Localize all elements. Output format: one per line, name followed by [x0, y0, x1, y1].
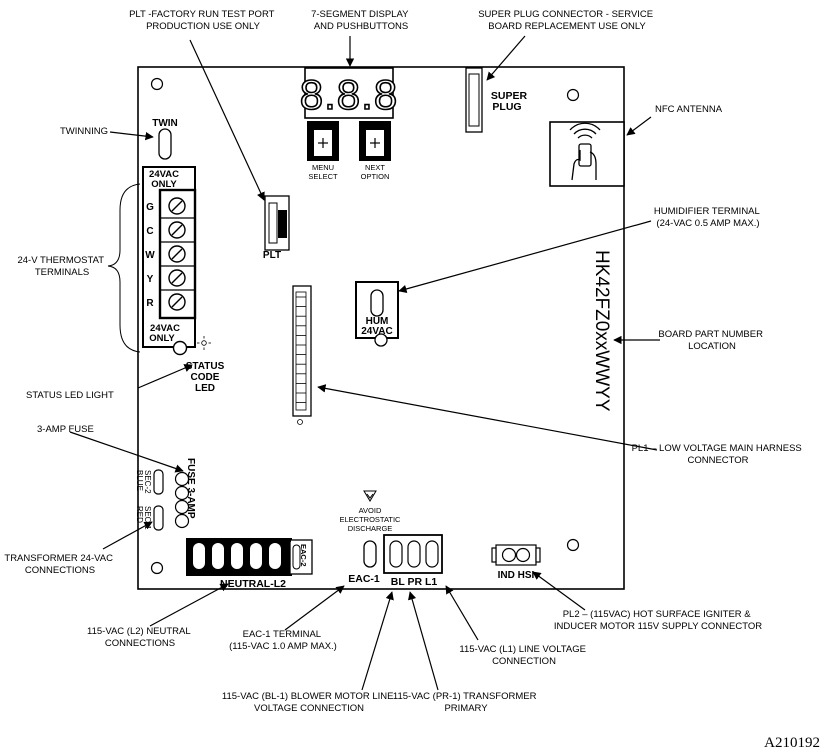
menu-select-button[interactable] [307, 121, 339, 161]
screw-slot-r [171, 296, 183, 308]
callout-neutral: 115-VAC (L2) NEUTRAL CONNECTIONS [87, 626, 193, 649]
hum-label: HUM [366, 316, 389, 327]
terminal-letter-w: W [145, 250, 155, 261]
sec2-blue-label: BLUE [135, 470, 144, 491]
nfc-antenna [549, 121, 625, 187]
esd-label-2: ELECTROSTATIC [340, 515, 402, 524]
humidifier-slot [370, 289, 384, 317]
screw-slot-g [171, 200, 183, 212]
bl-pr-l1-label: BL PR L1 [391, 576, 438, 588]
neutral-l2-terminal-block[interactable] [186, 538, 313, 576]
terminal-letter-g: G [146, 202, 154, 213]
thermostat-terminal-block: 24VAC ONLY G C W Y R 24VAC ONLY [142, 166, 197, 348]
callout-transformer: TRANSFORMER 24-VAC CONNECTIONS [4, 553, 115, 576]
figure-id: A210192 [764, 735, 820, 751]
status-led [172, 340, 188, 356]
sec1-label: SEC-1 [143, 506, 152, 530]
callout-twinning: TWINNING [60, 126, 108, 137]
neutral-slot[interactable] [193, 543, 205, 569]
eac2-slot [292, 544, 301, 570]
neutral-slot[interactable] [231, 543, 243, 569]
callout-status-led: STATUS LED LIGHT [26, 390, 114, 401]
plt-test-port[interactable] [264, 195, 290, 251]
eac1-label: EAC-1 [348, 573, 380, 585]
eac2-label: EAC-2 [299, 544, 308, 567]
terminal-letter-y: Y [147, 274, 154, 285]
seven-segment-display [304, 67, 394, 119]
fuse-holder[interactable] [174, 471, 190, 529]
callout-arrows [69, 35, 660, 691]
twin-label: TWIN [152, 118, 178, 129]
next-label: NEXT [365, 163, 385, 172]
seven-segment-digits: 8.8.8 [300, 71, 398, 118]
neutral-slot[interactable] [212, 543, 224, 569]
sec1-red-label: RED [135, 506, 144, 523]
callout-nfc: NFC ANTENNA [655, 104, 723, 115]
callout-7-segment: 7-SEGMENT DISPLAY AND PUSHBUTTONS [311, 9, 411, 32]
ind-hsi-connector[interactable] [491, 544, 541, 566]
neutral-slot[interactable] [250, 543, 262, 569]
bl-pr-l1-terminals[interactable] [383, 534, 443, 574]
fuse-label: FUSE 3-AMP [185, 458, 196, 519]
neutral-l2-label: NEUTRAL-L2 [220, 578, 286, 590]
led-glow-icon [197, 336, 211, 350]
option-label: OPTION [361, 172, 390, 181]
callout-thermostat: 24-V THERMOSTAT TERMINALS [17, 255, 106, 278]
select-label: SELECT [308, 172, 338, 181]
callout-eac: EAC-1 TERMINAL (115-VAC 1.0 AMP MAX.) [229, 629, 337, 652]
neutral-slot[interactable] [269, 543, 281, 569]
humidifier-screw-hole [374, 333, 388, 347]
callout-fuse: 3-AMP FUSE [37, 424, 94, 435]
status-code-label-1: STATUS [186, 361, 225, 372]
nfc-phone-icon [569, 122, 601, 181]
super-plug-label-1: SUPER [491, 90, 528, 102]
24vac-only-bottom-label-2: ONLY [149, 333, 175, 344]
status-code-label-2: CODE [191, 372, 220, 383]
menu-label: MENU [312, 163, 334, 172]
24vac-only-bottom-label: 24VAC [150, 323, 180, 334]
terminal-letter-c: C [146, 226, 153, 237]
plt-label: PLT [263, 250, 281, 261]
board-part-number: HK42FZ0xxWWYY [591, 250, 612, 412]
super-plug-label-2: PLUG [492, 101, 521, 113]
twin-terminal[interactable] [158, 128, 172, 160]
screw-slot-y [171, 272, 183, 284]
callout-blower: 115-VAC (BL-1) BLOWER MOTOR LINE VOLTAGE… [222, 691, 396, 714]
24vac-only-top-label: 24VAC [149, 169, 179, 180]
screw-slot-w [171, 248, 183, 260]
esd-warning-icon [363, 490, 377, 502]
transformer-terminals[interactable] [153, 469, 164, 531]
callout-super-plug: SUPER PLUG CONNECTOR - SERVICE BOARD REP… [478, 9, 656, 32]
24vac-only-top-label-2: ONLY [151, 179, 177, 190]
esd-label-1: AVOID [359, 506, 382, 515]
callout-pl2: PL2 – (115VAC) HOT SURFACE IGNITER & IND… [554, 609, 762, 632]
sec2-label: SEC-2 [143, 470, 152, 494]
callout-humidifier: HUMIDIFIER TERMINAL (24-VAC 0.5 AMP MAX.… [654, 206, 762, 229]
hum-24vac-label: 24VAC [361, 326, 393, 337]
super-plug-connector[interactable] [465, 67, 483, 133]
eac1-terminal[interactable] [363, 540, 377, 568]
pl1-harness-connector[interactable] [292, 285, 312, 417]
thermostat-bracket [107, 183, 141, 353]
callout-part-number: BOARD PART NUMBER LOCATION [658, 329, 765, 352]
next-option-button[interactable] [359, 121, 391, 161]
callout-primary: 115-VAC (PR-1) TRANSFORMER PRIMARY [393, 691, 539, 714]
screw-slot-c [171, 224, 183, 236]
terminal-letter-r: R [146, 298, 154, 309]
esd-label-3: DISCHARGE [348, 524, 393, 533]
callout-labels: PLT -FACTORY RUN TEST PORT PRODUCTION US… [4, 9, 805, 714]
callout-plt: PLT -FACTORY RUN TEST PORT PRODUCTION US… [129, 9, 277, 32]
status-code-label-3: LED [195, 383, 215, 394]
mounting-holes [150, 77, 580, 575]
callout-line-voltage: 115-VAC (L1) LINE VOLTAGE CONNECTION [459, 644, 588, 667]
pl1-pin-hole [297, 419, 303, 425]
callout-pl1: PL1 – LOW VOLTAGE MAIN HARNESS CONNECTOR [632, 443, 805, 466]
ind-hsi-label: IND HSI [498, 570, 535, 581]
